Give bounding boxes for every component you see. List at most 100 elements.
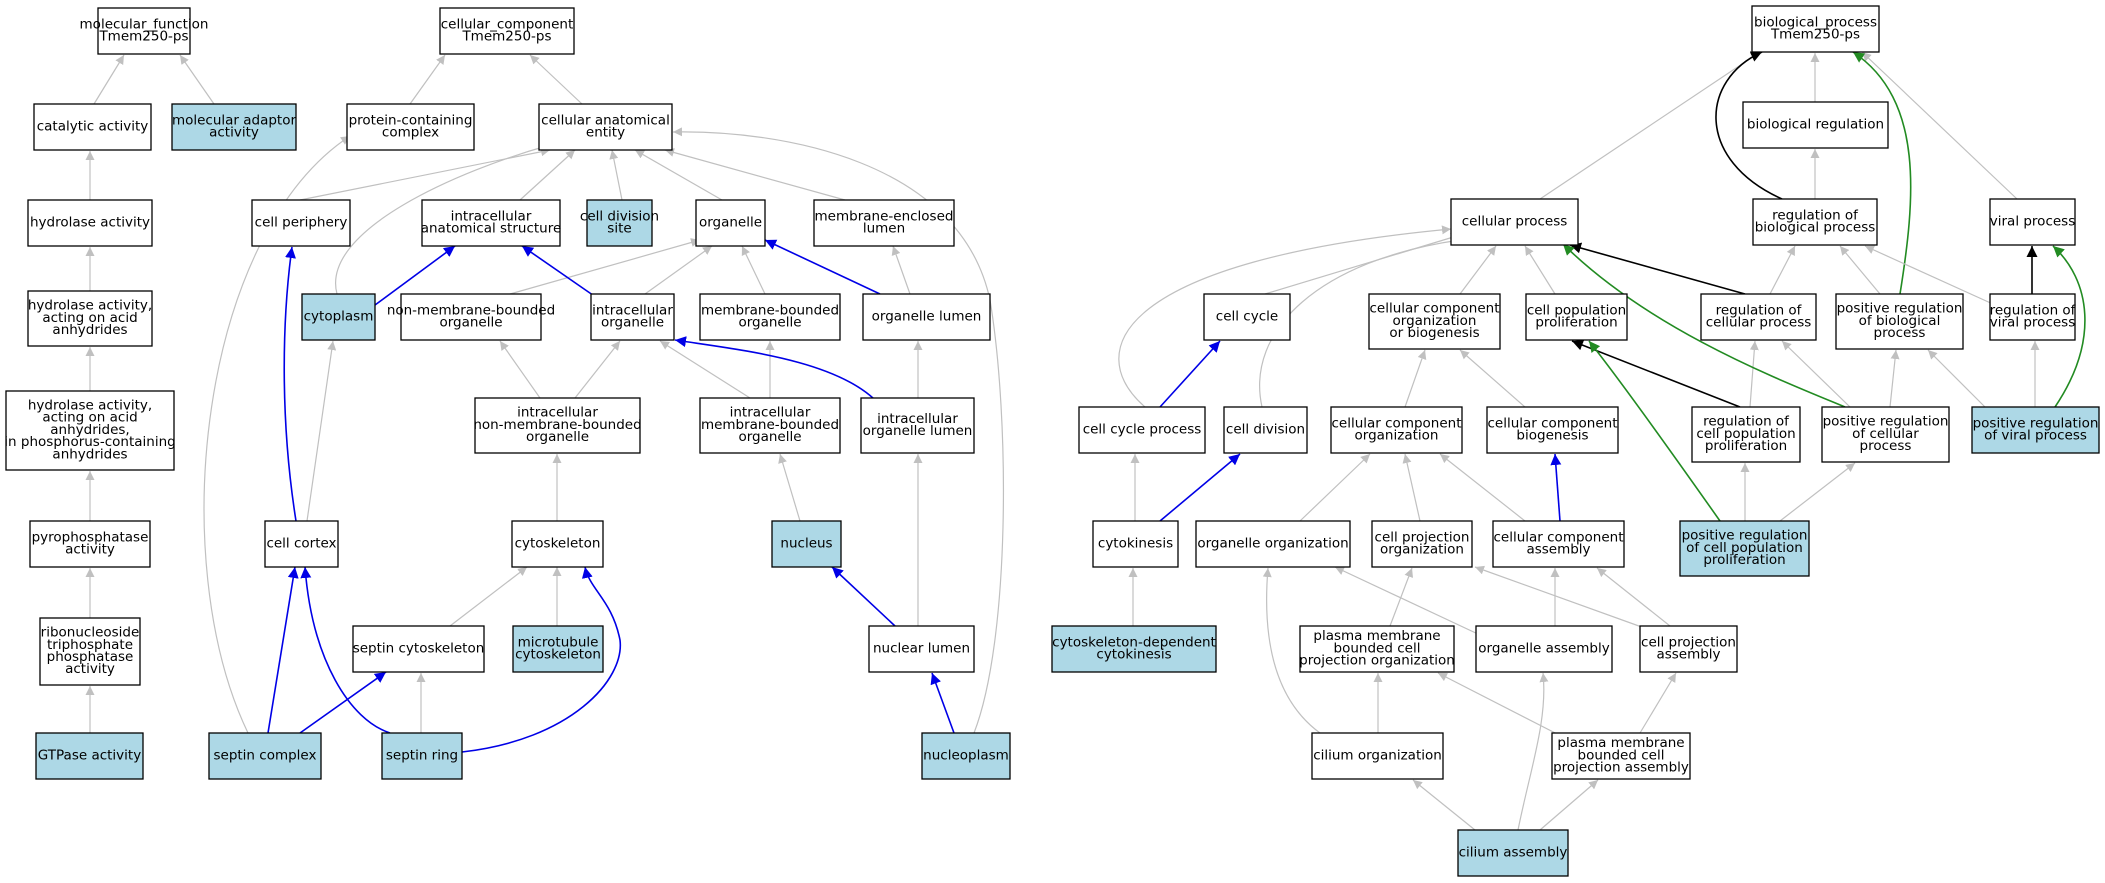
term-node-cell-periphery: cell periphery	[251, 199, 351, 247]
term-label-line: cell projection	[1375, 529, 1470, 545]
edge-is-a-intra-non-mem-to-non-mem-org	[499, 340, 541, 399]
edge-part-of-cytoplasm-to-intra-anat	[374, 245, 456, 306]
term-label-line: anatomical structure	[421, 221, 562, 237]
term-label-line: organelle	[439, 315, 502, 331]
term-label-line: cell cortex	[266, 535, 336, 551]
term-box	[27, 290, 153, 347]
term-label-line: organelle	[738, 315, 801, 331]
edge-is-a-cc-assembly-to-cc-org	[1439, 453, 1526, 522]
term-label-line: pyrophosphatase	[32, 529, 149, 545]
term-label-line: cell population	[1527, 302, 1626, 318]
term-label-line: anhydrides,	[50, 422, 129, 438]
term-node-gtpase: GTPase activity	[35, 732, 144, 780]
term-label-line: hydrolase activity,	[28, 398, 152, 414]
term-label-line: cell projection	[1641, 634, 1736, 650]
term-box	[512, 625, 604, 673]
term-label-line: cytokinesis	[1098, 535, 1173, 551]
term-box	[1679, 520, 1810, 577]
edge-is-a-cell-pop-prolif-to-cell-proc	[1524, 245, 1556, 295]
term-node-septin-complex: septin complex	[208, 732, 322, 780]
term-box	[474, 397, 641, 454]
term-label-line: cellular component	[1487, 415, 1617, 431]
edge-part-of-cc-assembly-to-cc-biogen	[1550, 453, 1562, 522]
edge-is-a-cell-cycle-to-cell-proc	[1264, 233, 1461, 295]
term-node-nucleoplasm: nucleoplasm	[921, 732, 1011, 780]
term-node-nucleus: nucleus	[771, 520, 842, 568]
term-label-line: activity	[65, 661, 115, 677]
term-label-line: projection assembly	[1553, 760, 1689, 776]
edge-is-a-cilium-assembly-to-organelle-assembly	[1517, 672, 1549, 831]
term-label-line: cellular component	[1331, 415, 1461, 431]
edge-is-a-mol-adaptor-to-mf-root	[179, 54, 215, 105]
edge-is-a-intra-non-mem-to-intra-org	[574, 340, 621, 399]
term-label-line: bounded cell	[1334, 640, 1421, 656]
term-label-line: cytoskeleton-dependent	[1052, 634, 1216, 650]
edge-is-a-cytoplasm-to-cell-anat	[334, 143, 551, 295]
edge-is-a-non-mem-org-to-organelle	[509, 238, 701, 295]
term-box	[301, 293, 376, 341]
term-box	[590, 293, 675, 341]
term-box	[1311, 732, 1444, 780]
term-label-line: plasma membrane	[1557, 735, 1684, 751]
term-label-line: or biogenesis	[1389, 325, 1479, 341]
term-label-line: projection organization	[1299, 653, 1455, 669]
term-label-line: proliferation	[1535, 315, 1617, 331]
term-label-line: positive regulation	[1837, 301, 1963, 317]
edge-is-a-cc-biogen-to-ccob	[1459, 349, 1526, 408]
edge-part-of-intra-org-lumen-to-intra-org	[674, 336, 881, 406]
edge-is-a-pos-reg-cell-pop-to-pos-reg-cell-proc	[1779, 462, 1856, 522]
term-box	[1971, 406, 2100, 454]
term-node-cell-cortex: cell cortex	[264, 520, 339, 568]
term-label-line: organelle lumen	[872, 308, 982, 324]
term-label-line: septin complex	[213, 747, 316, 763]
term-label-line: proliferation	[1703, 552, 1785, 568]
term-box	[1492, 520, 1625, 568]
term-label-line: intracellular	[592, 302, 673, 318]
term-box	[771, 520, 842, 568]
edge-positively-regulates-pos-reg-cell-proc-to-cell-proc	[1562, 243, 1846, 408]
term-box	[511, 520, 604, 568]
term-box	[1752, 198, 1878, 246]
edge-is-a-pos-reg-viral-to-pos-reg-bio	[1927, 349, 1986, 408]
term-label-line: organization	[1380, 542, 1464, 558]
term-box	[586, 199, 653, 247]
term-box	[1989, 198, 2076, 246]
term-label-line: molecular adaptor	[172, 112, 297, 128]
edge-is-a-mem-org-to-organelle	[741, 245, 766, 295]
term-box	[439, 7, 575, 55]
edge-is-a-viral-proc-to-bp-root	[1861, 51, 2018, 200]
term-label-line: of viral process	[1984, 428, 2087, 444]
term-label-line: septin ring	[386, 747, 458, 763]
edge-part-of-septin-ring-to-cytoskeleton	[461, 566, 622, 753]
term-label-line: biological regulation	[1747, 116, 1884, 132]
term-label-line: plasma membrane	[1313, 628, 1440, 644]
term-label-line: molecular_function	[80, 16, 209, 32]
term-node-hydrolase: hydrolase activity	[27, 199, 153, 247]
term-label-line: process	[1860, 438, 1912, 454]
edge-positively-regulates-pos-reg-viral-to-viral-proc	[2052, 245, 2086, 408]
edge-part-of-cytokinesis-to-cell-division	[1159, 453, 1241, 522]
term-node-cytokinesis: cytokinesis	[1092, 520, 1179, 568]
term-label-line: hydrolase activity	[30, 214, 150, 230]
term-label-line: viral process	[1990, 213, 2075, 229]
edge-is-a-pm-proj-assembly-to-cell-proj-assembly	[1639, 672, 1677, 734]
term-node-cell-cycle: cell cycle	[1203, 293, 1291, 341]
edge-is-a-cell-anat-to-cc-root	[529, 54, 583, 105]
term-box	[171, 103, 297, 151]
edge-is-a-org-lumen-to-membrane-lumen	[891, 245, 911, 295]
term-box	[1299, 625, 1455, 673]
term-label-line: membrane-bounded	[701, 417, 839, 433]
